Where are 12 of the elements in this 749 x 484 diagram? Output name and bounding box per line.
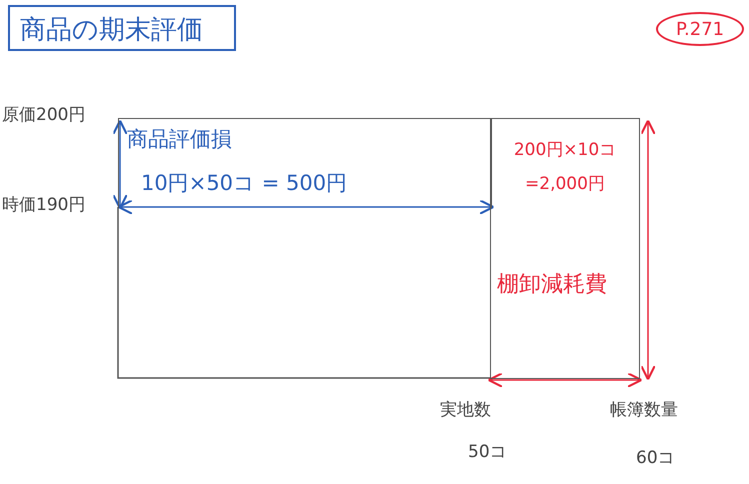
- title-text: 商品の期末評価: [20, 14, 203, 47]
- heading-text: 商品評価損: [127, 126, 232, 153]
- heading-text: 棚卸減耗費: [497, 271, 607, 299]
- page-reference: P.271: [676, 19, 724, 40]
- quantity-label: 帳簿数量: [610, 399, 678, 421]
- formula-text: 200円×10コ =2,000円: [512, 139, 618, 196]
- quantity-value: 60コ: [636, 447, 675, 469]
- quantity-label: 実地数: [440, 399, 491, 421]
- price-label: 原価200円: [2, 104, 86, 126]
- formula-text: 10円×50コ = 500円: [141, 170, 348, 197]
- price-label: 時価190円: [2, 194, 86, 216]
- quantity-value: 50コ: [468, 441, 507, 463]
